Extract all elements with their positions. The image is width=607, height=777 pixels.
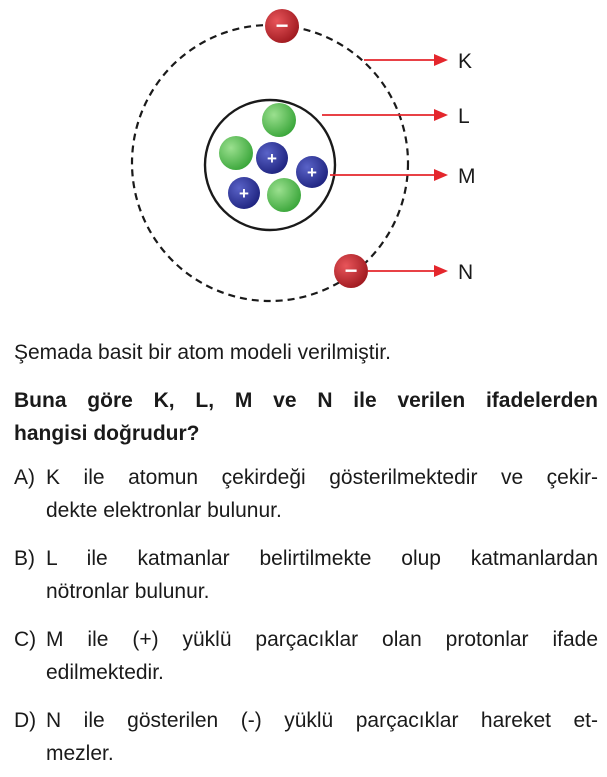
- proton-sign: +: [307, 163, 317, 182]
- option-letter: B): [14, 547, 35, 570]
- option-c[interactable]: C) M ile (+) yüklü parçacıklar olan prot…: [14, 623, 598, 689]
- pointer-arrow-n: [368, 265, 448, 277]
- electron-sign: −: [345, 258, 358, 283]
- label-n: N: [458, 261, 473, 284]
- option-letter: A): [14, 466, 35, 489]
- label-m: M: [458, 165, 476, 188]
- label-k: K: [458, 50, 472, 73]
- option-text-line: nötronlar bulunur.: [46, 580, 210, 603]
- question-line: Buna göre K, L, M ve N ile verilen ifade…: [14, 389, 598, 412]
- option-letter: C): [14, 628, 37, 651]
- neutron: [219, 136, 253, 170]
- proton: +: [256, 142, 288, 174]
- option-text-line: edilmektedir.: [46, 661, 164, 684]
- proton: +: [228, 177, 260, 209]
- option-text-line: M ile (+) yüklü parçacıklar olan protonl…: [46, 628, 598, 651]
- proton-sign: +: [267, 149, 277, 168]
- option-d[interactable]: D) N ile gösterilen (-) yüklü parçacıkla…: [14, 704, 598, 770]
- question-text: Buna göre K, L, M ve N ile verilen ifade…: [14, 384, 598, 450]
- pointer-arrow-l: [322, 109, 448, 121]
- option-a[interactable]: A) K ile atomun çekirdeği gösterilmekted…: [14, 461, 598, 527]
- electron-sign: −: [276, 13, 289, 38]
- pointer-arrow-k: [364, 54, 448, 66]
- question-line: hangisi doğrudur?: [14, 422, 200, 445]
- proton-sign: +: [239, 184, 249, 203]
- intro-text: Şemada basit bir atom modeli verilmiştir…: [14, 341, 391, 364]
- label-l: L: [458, 105, 470, 128]
- atom-model-diagram: + + + − − K L M N: [130, 9, 476, 303]
- neutron: [267, 178, 301, 212]
- neutron: [262, 103, 296, 137]
- option-text-line: K ile atomun çekirdeği gösterilmektedir …: [46, 466, 598, 489]
- option-letter: D): [14, 709, 37, 732]
- proton: +: [296, 156, 328, 188]
- electron: −: [334, 254, 368, 288]
- option-text-line: N ile gösterilen (-) yüklü parçacıklar h…: [46, 709, 598, 732]
- option-text-line: dekte elektronlar bulunur.: [46, 499, 282, 522]
- option-b[interactable]: B) L ile katmanlar belirtilmekte olup ka…: [14, 542, 598, 608]
- pointer-arrow-m: [330, 169, 448, 181]
- option-text-line: mezler.: [46, 742, 114, 765]
- electron: −: [265, 9, 299, 43]
- option-text-line: L ile katmanlar belirtilmekte olup katma…: [46, 547, 598, 570]
